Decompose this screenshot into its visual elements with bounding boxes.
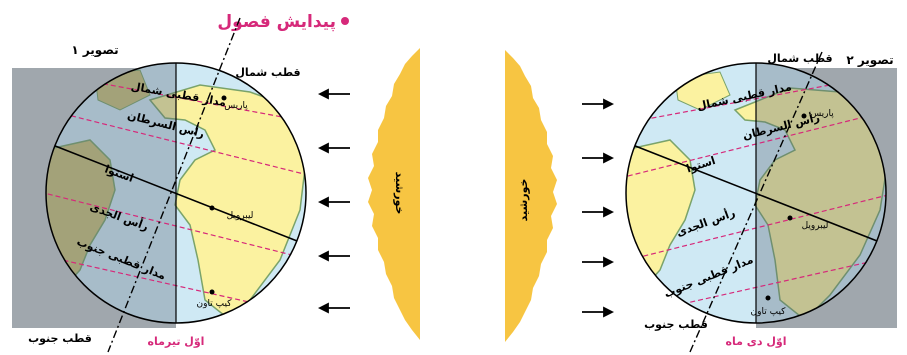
sun-rays-2 <box>582 100 612 316</box>
city-capetown-label-2: کیپ تاون <box>751 307 787 317</box>
city-capetown-label-1: کیپ تاون <box>197 299 233 309</box>
city-marker-libreville-1 <box>210 206 215 211</box>
city-libreville-label-2: لیبرویل <box>802 221 829 231</box>
sun-rays-1 <box>320 90 350 312</box>
city-marker-paris-2 <box>802 114 807 119</box>
sun-2-shape <box>505 50 557 342</box>
figure-2: تصویر ۲ قطب شمال مدار قطبی شمال رأس السر… <box>505 50 900 352</box>
sun-label-2: خورشید <box>517 179 530 222</box>
city-libreville-label-1: لیبرویل <box>227 211 254 221</box>
north-pole-label-1: قطب شمال <box>235 66 300 79</box>
city-paris-label-2: پاریس <box>810 109 834 119</box>
city-marker-capetown-1 <box>210 290 215 295</box>
date-label-2: اوّل دی ماه <box>726 335 787 348</box>
figure-2-label: تصویر ۲ <box>846 53 893 68</box>
figure-1: تصویر ۱ قطب شمال مدار قطبی شمال رأس السر… <box>12 18 420 352</box>
city-marker-libreville-2 <box>788 216 793 221</box>
sun-label-1: خورشید <box>393 172 406 215</box>
south-pole-label-2: قطب جنوب <box>644 318 708 331</box>
title-bullet-icon <box>341 17 349 25</box>
south-pole-label-1: قطب جنوب <box>28 332 92 345</box>
figure-1-label: تصویر ۱ <box>71 43 118 58</box>
city-marker-capetown-2 <box>766 296 771 301</box>
city-marker-paris-1 <box>222 96 227 101</box>
date-label-1: اوّل تیرماه <box>148 335 205 348</box>
north-pole-label-2: قطب شمال <box>767 52 832 65</box>
city-paris-label-1: پاریس <box>224 101 248 111</box>
